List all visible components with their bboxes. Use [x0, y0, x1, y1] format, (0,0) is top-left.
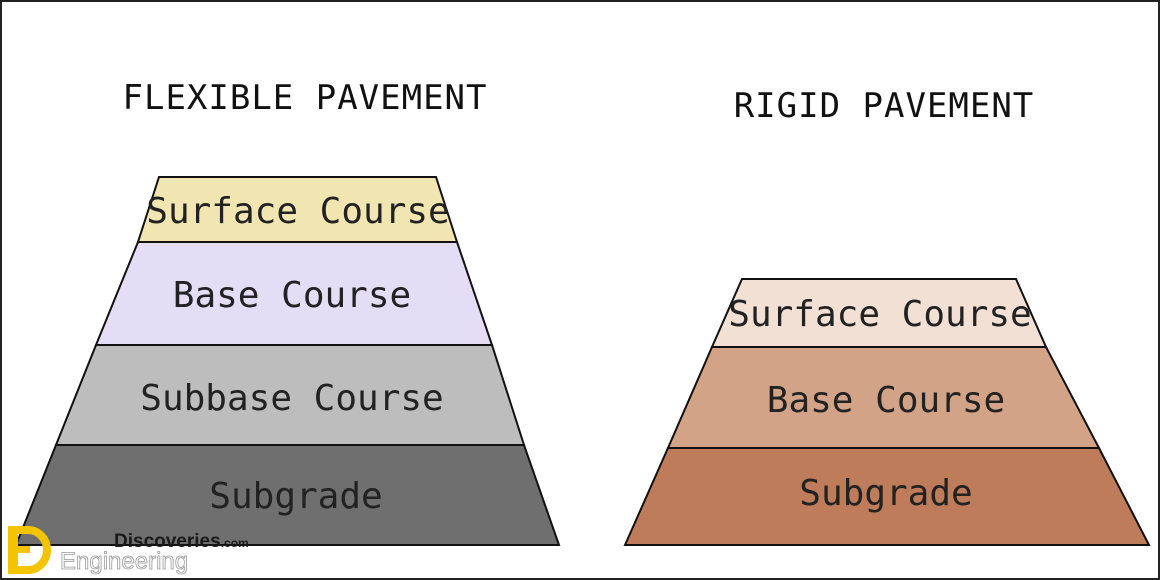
rigid-base-course-label: Base Course	[767, 380, 1005, 421]
logo-name-suffix: .com	[221, 536, 249, 550]
flexible-pavement-title: FLEXIBLE PAVEMENT	[123, 78, 488, 118]
logo-name-bottom: Engineering	[60, 548, 188, 575]
flexible-pavement: FLEXIBLE PAVEMENT Surface Course Base Co…	[14, 78, 561, 546]
flexible-subbase-course-label: Subbase Course	[140, 378, 443, 419]
logo-name-top: Discoveries	[114, 531, 221, 552]
flexible-subgrade-label: Subgrade	[209, 476, 382, 517]
rigid-surface-course-label: Surface Course	[728, 294, 1031, 335]
rigid-subgrade-label: Subgrade	[799, 473, 972, 514]
flexible-surface-course-label: Surface Course	[146, 191, 449, 232]
flexible-subgrade-layer	[14, 444, 561, 546]
logo-mark-icon	[8, 526, 51, 574]
discoveries-engineering-logo: Discoveries.com Engineering	[8, 526, 249, 575]
flexible-base-course-label: Base Course	[173, 275, 411, 316]
svg-text:Discoveries.com: Discoveries.com	[114, 531, 249, 552]
rigid-pavement: RIGID PAVEMENT Surface Course Base Cours…	[623, 86, 1151, 546]
rigid-pavement-title: RIGID PAVEMENT	[734, 86, 1035, 126]
rigid-subgrade-layer	[623, 447, 1151, 546]
